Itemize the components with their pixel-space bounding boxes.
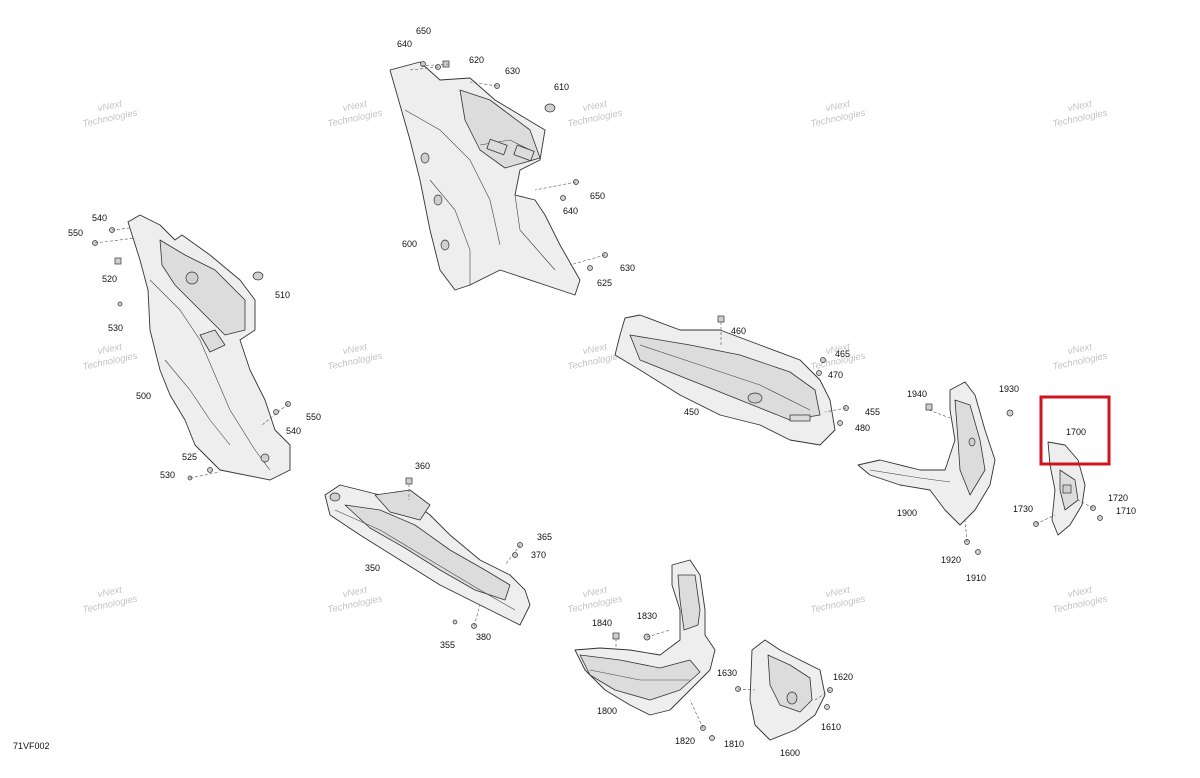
highlight-box-1700 [1039, 395, 1111, 466]
callout-365: 365 [537, 532, 552, 542]
watermark-line1: vNext [582, 341, 608, 357]
part-350-panel[interactable] [324, 484, 531, 626]
callout-1630: 1630 [717, 668, 737, 678]
callout-455: 455 [865, 407, 880, 417]
leader-lines [94, 63, 1094, 729]
callout-650: 650 [416, 26, 431, 36]
callout-1620: 1620 [833, 672, 853, 682]
callout-550: 550 [68, 228, 83, 238]
callout-1720: 1720 [1108, 493, 1128, 503]
callout-1710: 1710 [1116, 506, 1136, 516]
callout-1730: 1730 [1013, 504, 1033, 514]
callout-370: 370 [531, 550, 546, 560]
callout-460: 460 [731, 326, 746, 336]
callout-350: 350 [365, 563, 380, 573]
part-500-panel[interactable] [127, 214, 291, 481]
fasteners [92, 60, 1103, 741]
callout-1830: 1830 [637, 611, 657, 621]
callout-470: 470 [828, 370, 843, 380]
callout-labels: 650 640 620 630 610 600 640 650 630 625 … [68, 26, 1136, 758]
callout-480: 480 [855, 423, 870, 433]
callout-1900: 1900 [897, 508, 917, 518]
part-450-panel[interactable] [614, 314, 836, 446]
callout-1940: 1940 [907, 389, 927, 399]
watermark-line1: vNext [97, 341, 123, 357]
callout-630: 630 [505, 66, 520, 76]
callout-355: 355 [440, 640, 455, 650]
callout-600: 600 [402, 239, 417, 249]
callout-1920: 1920 [941, 555, 961, 565]
callout-530: 530 [108, 323, 123, 333]
callout-650: 650 [590, 191, 605, 201]
callout-540: 540 [92, 213, 107, 223]
watermark-line1: vNext [825, 341, 851, 357]
callout-1930: 1930 [999, 384, 1019, 394]
callout-625: 625 [597, 278, 612, 288]
callout-500: 500 [136, 391, 151, 401]
watermark-line1: vNext [342, 584, 368, 600]
callout-630: 630 [620, 263, 635, 273]
callout-1800: 1800 [597, 706, 617, 716]
callout-1910: 1910 [966, 573, 986, 583]
watermark-line1: vNext [582, 584, 608, 600]
callout-1700: 1700 [1066, 427, 1086, 437]
callout-640: 640 [397, 39, 412, 49]
watermark-line1: vNext [342, 98, 368, 114]
callout-1810: 1810 [724, 739, 744, 749]
part-1700-panel[interactable] [1047, 441, 1086, 536]
callout-1840: 1840 [592, 618, 612, 628]
callout-450: 450 [684, 407, 699, 417]
callout-540: 540 [286, 426, 301, 436]
part-600-panel[interactable] [389, 61, 581, 296]
diagram-code: 71VF002 [13, 741, 50, 751]
callout-360: 360 [415, 461, 430, 471]
callout-525: 525 [182, 452, 197, 462]
watermark-line1: vNext [1067, 341, 1093, 357]
watermark-line1: vNext [825, 98, 851, 114]
watermark-line1: vNext [582, 98, 608, 114]
part-1600-panel[interactable] [749, 639, 826, 741]
callout-510: 510 [275, 290, 290, 300]
callout-1600: 1600 [780, 748, 800, 758]
watermark-line1: vNext [825, 584, 851, 600]
callout-610: 610 [554, 82, 569, 92]
callout-1820: 1820 [675, 736, 695, 746]
callout-465: 465 [835, 349, 850, 359]
watermark-line1: vNext [1067, 584, 1093, 600]
callout-1610: 1610 [821, 722, 841, 732]
watermark-line1: vNext [97, 98, 123, 114]
callout-640: 640 [563, 206, 578, 216]
callout-530: 530 [160, 470, 175, 480]
part-1900-panel[interactable] [857, 381, 996, 526]
callout-380: 380 [476, 632, 491, 642]
watermark-line1: vNext [97, 584, 123, 600]
callout-620: 620 [469, 55, 484, 65]
part-1800-panel[interactable] [574, 559, 716, 716]
watermark-line1: vNext [1067, 98, 1093, 114]
callout-550: 550 [306, 412, 321, 422]
watermark-line1: vNext [342, 341, 368, 357]
callout-520: 520 [102, 274, 117, 284]
